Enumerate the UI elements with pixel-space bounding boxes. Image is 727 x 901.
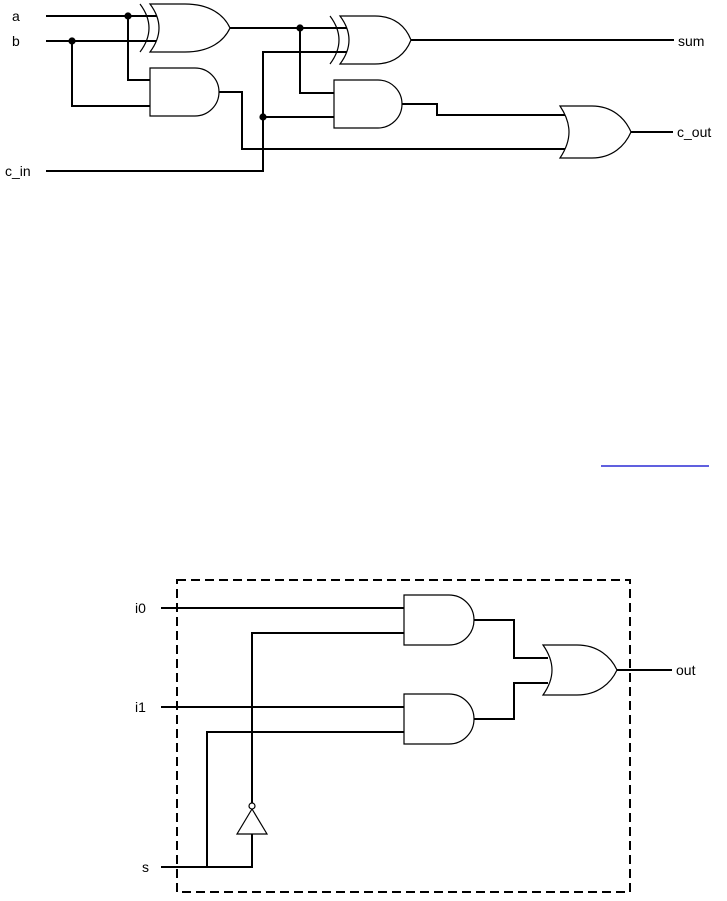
junction-dot-a	[124, 12, 131, 19]
wire-s-to-and-bottom	[207, 732, 404, 867]
junction-dot-b	[68, 37, 75, 44]
or-gate-cout	[560, 106, 631, 158]
xor-gate-2	[330, 16, 411, 64]
label-sum: sum	[678, 33, 704, 49]
wire-and-bottom-out	[474, 683, 548, 719]
and-gate-top	[404, 595, 474, 645]
and-gate-bottom	[404, 694, 474, 744]
wire-b-to-and1	[72, 41, 150, 106]
junction-dot-xor1	[296, 24, 303, 31]
full-adder-diagram: a b c_in sum c_out	[5, 4, 711, 179]
label-a: a	[12, 8, 20, 24]
wire-not-out	[252, 633, 404, 805]
or-gate-mux	[543, 645, 617, 695]
wire-xor1-to-and2	[300, 28, 334, 93]
mux-diagram: i0 i1 s out	[135, 580, 696, 892]
and-gate-1	[150, 68, 219, 116]
xor-gate-1	[140, 4, 230, 52]
label-s: s	[142, 859, 149, 875]
label-i1: i1	[135, 699, 146, 715]
wire-and2-out	[402, 104, 565, 115]
junction-dot-cin	[259, 113, 266, 120]
label-i0: i0	[135, 600, 146, 616]
and-gate-2	[334, 80, 402, 128]
label-c-out: c_out	[677, 124, 711, 140]
label-out: out	[676, 662, 696, 678]
label-b: b	[12, 33, 20, 49]
not-gate	[237, 803, 267, 834]
wire-and-top-out	[474, 620, 548, 658]
wire-a-to-and1	[128, 16, 150, 80]
label-c-in: c_in	[5, 163, 31, 179]
